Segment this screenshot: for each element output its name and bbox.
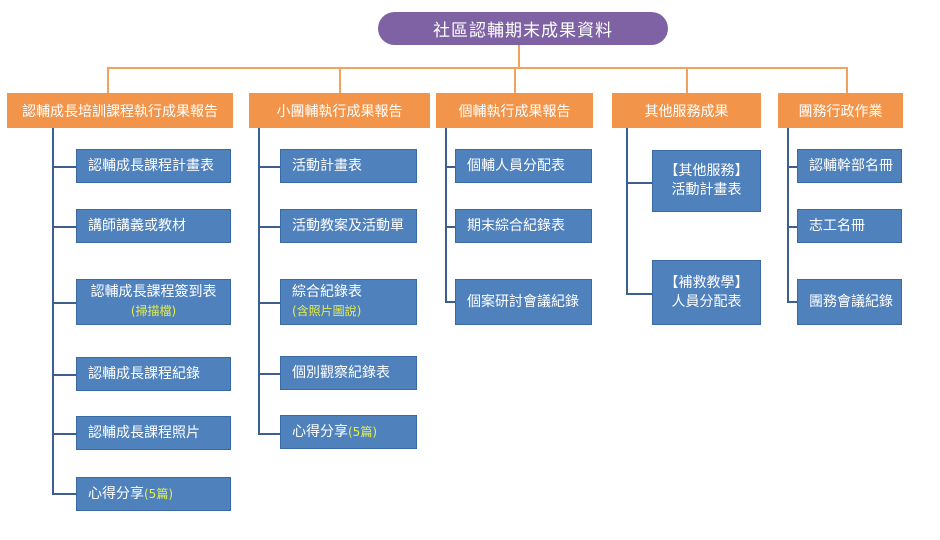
item-note: (含照片圖說) (292, 304, 362, 318)
branch-tick (787, 166, 797, 168)
item-label: 心得分享 (292, 423, 348, 440)
item-label: 活動計畫表 (292, 157, 362, 174)
item-team-meeting: 團務會議紀錄 (797, 279, 902, 325)
branch-tick (626, 182, 652, 184)
category-label: 團務行政作業 (798, 103, 883, 120)
root-node: 社區認輔期末成果資料 (378, 12, 668, 45)
item-observation-record: 個別觀察紀錄表 (280, 356, 417, 390)
branch-tick (258, 433, 280, 435)
item-final-record: 期末綜合紀錄表 (455, 209, 592, 243)
item-remedial-staff: 【補救教學】 人員分配表 (652, 260, 761, 325)
item-label: 志工名冊 (809, 217, 865, 234)
item-label: 個輔人員分配表 (467, 157, 565, 174)
item-reflection: 心得分享 (5篇) (76, 477, 231, 511)
category-label: 認輔成長培訓課程執行成果報告 (22, 103, 218, 120)
item-note: (掃描檔) (130, 304, 177, 318)
item-label-line2: 人員分配表 (671, 293, 742, 310)
root-label: 社區認輔期末成果資料 (433, 21, 613, 41)
branch-tick (52, 226, 76, 228)
branch-tick (52, 166, 76, 168)
cat-connector-2 (514, 67, 516, 94)
branch-tick (445, 301, 455, 303)
item-note: (5篇) (348, 424, 377, 439)
branch-tick (258, 302, 280, 304)
item-staff-assignment: 個輔人員分配表 (455, 149, 592, 183)
item-label: 認輔成長課程簽到表 (90, 284, 217, 300)
item-reflection: 心得分享 (5篇) (280, 415, 417, 449)
branch-tick (258, 166, 280, 168)
item-label: 個別觀察紀錄表 (292, 364, 390, 381)
top-horizontal-connector (107, 67, 848, 69)
branch-line (445, 128, 447, 303)
item-summary-record: 綜合紀錄表 (含照片圖說) (280, 279, 417, 325)
branch-tick (445, 166, 455, 168)
item-label: 認輔成長課程紀錄 (88, 365, 200, 382)
item-label: 個案研討會議紀錄 (467, 293, 579, 310)
category-other-services: 其他服務成果 (612, 93, 761, 128)
root-connector (518, 45, 520, 68)
item-label: 團務會議紀錄 (809, 293, 893, 310)
item-course-plan: 認輔成長課程計畫表 (76, 149, 231, 183)
item-volunteer-roster: 志工名冊 (797, 209, 902, 243)
branch-tick (445, 226, 455, 228)
item-lecture-materials: 講師講義或教材 (76, 209, 231, 243)
item-activity-plan: 活動計畫表 (280, 149, 417, 183)
cat-connector-3 (686, 67, 688, 94)
branch-tick (258, 373, 280, 375)
category-training-report: 認輔成長培訓課程執行成果報告 (7, 93, 233, 128)
item-label: 【補救教學】 (664, 274, 749, 291)
item-label: 講師講義或教材 (88, 217, 186, 234)
item-signin-sheet: 認輔成長課程簽到表 (掃描檔) (76, 279, 231, 325)
branch-tick (52, 374, 76, 376)
item-cadre-roster: 認輔幹部名冊 (797, 149, 902, 183)
item-label: 活動教案及活動單 (292, 217, 404, 234)
branch-tick (52, 433, 76, 435)
cat-connector-4 (846, 67, 848, 94)
branch-line (626, 128, 628, 295)
item-label: 綜合紀錄表 (292, 284, 362, 300)
branch-line (258, 128, 260, 435)
category-individual-report: 個輔執行成果報告 (436, 93, 593, 128)
branch-line (52, 128, 54, 495)
branch-tick (787, 226, 797, 228)
item-other-service-plan: 【其他服務】 活動計畫表 (652, 150, 761, 212)
item-course-record: 認輔成長課程紀錄 (76, 357, 231, 391)
item-label: 心得分享 (88, 485, 144, 502)
item-lesson-plan: 活動教案及活動單 (280, 209, 417, 243)
category-group-report: 小團輔執行成果報告 (249, 93, 430, 128)
item-label-line2: 活動計畫表 (671, 182, 742, 198)
branch-tick (626, 293, 652, 295)
branch-tick (258, 226, 280, 228)
category-admin: 團務行政作業 (778, 93, 903, 128)
branch-tick (787, 301, 797, 303)
branch-line (787, 128, 789, 303)
item-course-photos: 認輔成長課程照片 (76, 416, 231, 450)
item-label: 認輔成長課程照片 (88, 424, 200, 441)
cat-connector-1 (339, 67, 341, 94)
item-label: 認輔成長課程計畫表 (88, 157, 214, 174)
cat-connector-0 (107, 67, 109, 94)
item-label: 認輔幹部名冊 (809, 157, 893, 174)
item-note: (5篇) (144, 486, 173, 501)
item-label: 期末綜合紀錄表 (467, 217, 565, 234)
item-label: 【其他服務】 (664, 163, 749, 179)
item-case-meeting: 個案研討會議紀錄 (455, 279, 592, 325)
category-label: 其他服務成果 (644, 103, 729, 120)
branch-tick (52, 302, 76, 304)
category-label: 小團輔執行成果報告 (276, 103, 403, 120)
category-label: 個輔執行成果報告 (458, 103, 571, 120)
branch-tick (52, 493, 76, 495)
